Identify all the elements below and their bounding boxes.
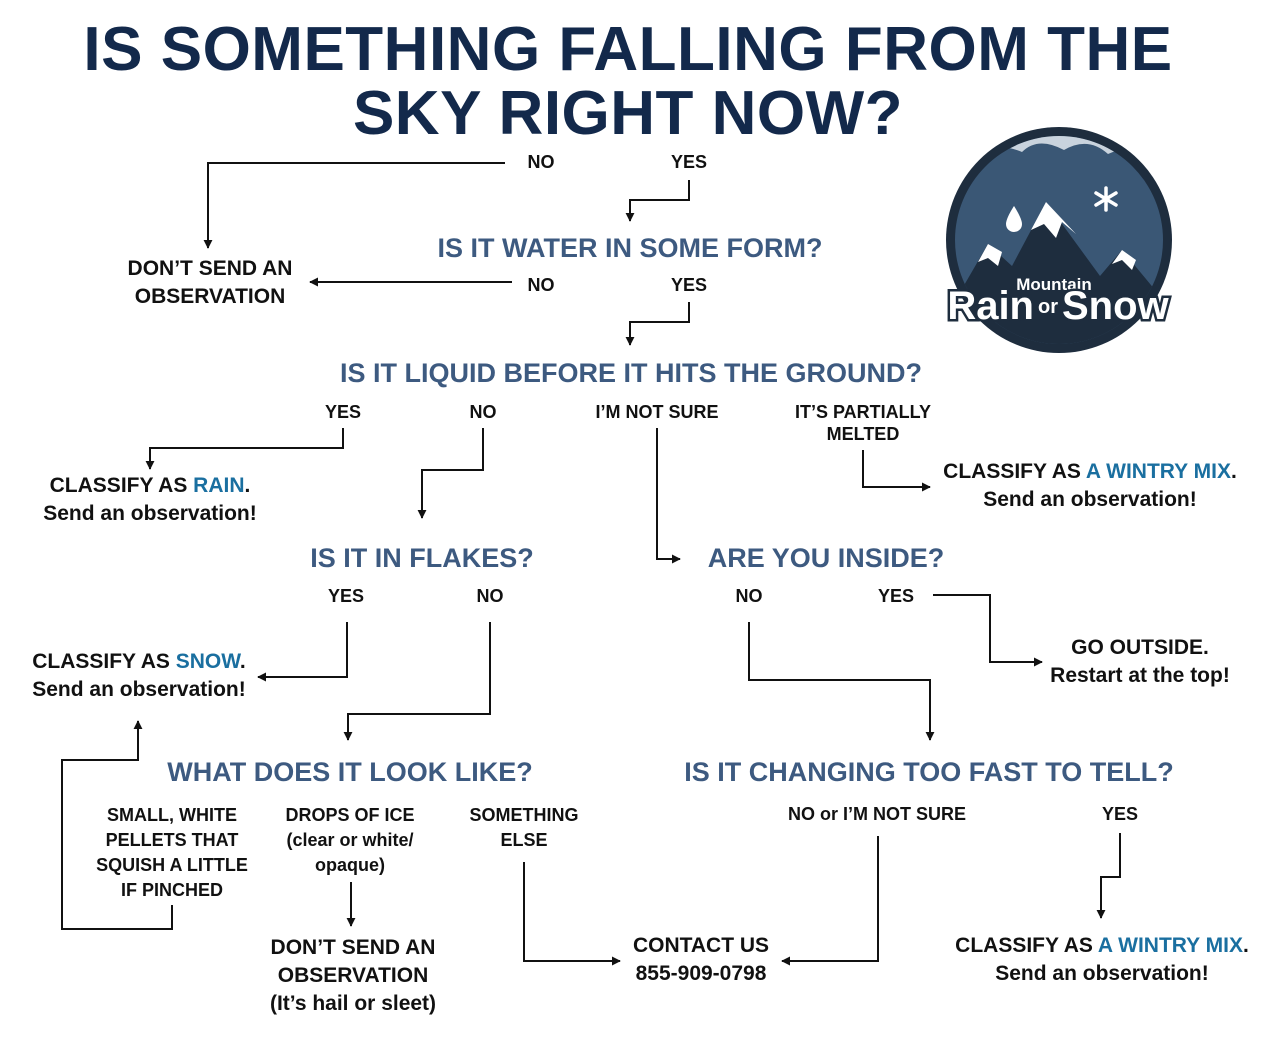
- question-liquid: IS IT LIQUID BEFORE IT HITS THE GROUND?: [339, 358, 922, 388]
- title-line-1: IS SOMETHING FALLING FROM THE: [83, 15, 1173, 84]
- result-line: OBSERVATION: [134, 285, 286, 308]
- question-flakes: IS IT IN FLAKES?: [310, 543, 534, 573]
- answer-line: MELTED: [826, 424, 900, 444]
- result-line: (It’s hail or sleet): [269, 992, 437, 1015]
- page-title: IS SOMETHING FALLING FROM THE SKY RIGHT …: [0, 18, 1256, 146]
- contact-phone: 855-909-0798: [635, 962, 767, 985]
- result-line: Send an observation!: [43, 502, 257, 525]
- arrow-q5-yes: [933, 594, 1043, 667]
- result-line: DON’T SEND AN: [127, 257, 293, 280]
- arrow-q3-yes: [145, 428, 344, 470]
- answer-line: SQUISH A LITTLE: [96, 855, 248, 875]
- mountain-raindrop-snowflake-icon: [955, 136, 1163, 344]
- q1-answer-yes: YES: [670, 152, 708, 172]
- answer-line: IT’S PARTIALLY: [794, 402, 931, 422]
- arrow-something-else: [523, 862, 621, 966]
- q7-answer-no-not-sure: NO or I’M NOT SURE: [787, 804, 966, 824]
- arrow-q3-partial: [862, 450, 931, 492]
- result-suffix: .: [1230, 460, 1237, 483]
- question-water: IS IT WATER IN SOME FORM?: [437, 233, 823, 263]
- q2-answer-no: NO: [527, 275, 555, 295]
- result-line: Restart at the top!: [1050, 664, 1230, 687]
- answer-line: SMALL, WHITE: [107, 805, 237, 825]
- question-inside: ARE YOU INSIDE?: [707, 543, 945, 573]
- result-term-wintry-mix: A WINTRY MIX: [1097, 934, 1243, 957]
- q3-answer-no: NO: [469, 402, 497, 422]
- answer-line: SOMETHING: [469, 805, 579, 825]
- answer-line: (clear or white/: [286, 830, 414, 850]
- arrow-q3-not-sure: [656, 428, 681, 564]
- q4-answer-no: NO: [476, 586, 504, 606]
- arrow-q1-yes: [625, 180, 690, 222]
- arrow-q4-no: [343, 622, 491, 741]
- result-prefix: CLASSIFY AS: [49, 474, 194, 497]
- result-prefix: CLASSIFY AS: [955, 934, 1098, 957]
- result-wintry-mix-2: CLASSIFY AS A WINTRY MIX. Send an observ…: [944, 932, 1260, 988]
- result-suffix: .: [244, 474, 251, 497]
- result-rain: CLASSIFY AS RAIN. Send an observation!: [10, 472, 290, 528]
- contact-label: CONTACT US: [632, 934, 770, 957]
- answer-line: IF PINCHED: [120, 880, 223, 900]
- arrow-pellets-to-snow: [61, 720, 173, 930]
- q5-answer-yes: YES: [877, 586, 915, 606]
- answer-line: DROPS OF ICE: [285, 805, 415, 825]
- q3-answer-partially-melted: IT’S PARTIALLY MELTED: [775, 401, 951, 445]
- result-line: Send an observation!: [995, 962, 1209, 985]
- question-changing: IS IT CHANGING TOO FAST TO TELL?: [684, 757, 1174, 787]
- question-look-like: WHAT DOES IT LOOK LIKE?: [167, 757, 533, 787]
- arrow-q7-no: [781, 836, 879, 966]
- result-line: DON’T SEND AN: [270, 936, 436, 959]
- q1-answer-no: NO: [527, 152, 555, 172]
- q4-answer-yes: YES: [327, 586, 365, 606]
- result-go-outside: GO OUTSIDE. Restart at the top!: [1040, 634, 1240, 690]
- result-suffix: .: [1242, 934, 1249, 957]
- arrow-q3-no: [417, 428, 484, 519]
- logo-text-or: or: [1038, 296, 1058, 318]
- result-line: GO OUTSIDE.: [1071, 636, 1209, 659]
- result-term-wintry-mix: A WINTRY MIX: [1085, 460, 1231, 483]
- result-dont-send-hail: DON’T SEND AN OBSERVATION (It’s hail or …: [230, 934, 476, 1018]
- q7-answer-yes: YES: [1101, 804, 1139, 824]
- q5-answer-no: NO: [735, 586, 763, 606]
- arrow-q1-no: [203, 162, 505, 249]
- q6-option-something-else: SOMETHING ELSE: [449, 803, 599, 853]
- arrow-q7-yes: [1096, 833, 1121, 919]
- answer-line: opaque): [315, 855, 385, 875]
- result-prefix: CLASSIFY AS: [943, 460, 1086, 483]
- q2-answer-yes: YES: [670, 275, 708, 295]
- result-term-rain: RAIN: [193, 474, 245, 497]
- answer-line: ELSE: [500, 830, 548, 850]
- q3-answer-yes: YES: [324, 402, 362, 422]
- result-wintry-mix-1: CLASSIFY AS A WINTRY MIX. Send an observ…: [932, 458, 1248, 514]
- result-prefix: CLASSIFY AS: [32, 650, 176, 673]
- logo-text-rain: Rain: [947, 284, 1034, 328]
- result-line: Send an observation!: [983, 488, 1197, 511]
- title-line-2: SKY RIGHT NOW?: [352, 79, 904, 148]
- arrow-q2-yes: [625, 302, 690, 346]
- result-line: Send an observation!: [32, 678, 246, 701]
- q6-option-drops-of-ice: DROPS OF ICE (clear or white/ opaque): [268, 803, 432, 878]
- arrow-q4-yes: [257, 622, 348, 682]
- result-term-snow: SNOW: [175, 650, 240, 673]
- result-suffix: .: [239, 650, 246, 673]
- q6-option-pellets: SMALL, WHITE PELLETS THAT SQUISH A LITTL…: [78, 803, 266, 903]
- result-snow: CLASSIFY AS SNOW. Send an observation!: [10, 648, 268, 704]
- q3-answer-not-sure: I’M NOT SURE: [595, 402, 719, 422]
- result-line: OBSERVATION: [277, 964, 429, 987]
- arrow-q5-no: [748, 622, 935, 741]
- result-dont-send-1: DON’T SEND AN OBSERVATION: [90, 255, 330, 311]
- result-contact-us: CONTACT US 855-909-0798: [606, 932, 796, 988]
- logo-text-snow: Snow: [1062, 284, 1170, 328]
- answer-line: PELLETS THAT: [105, 830, 239, 850]
- logo-text-mountain: Mountain: [1016, 275, 1092, 294]
